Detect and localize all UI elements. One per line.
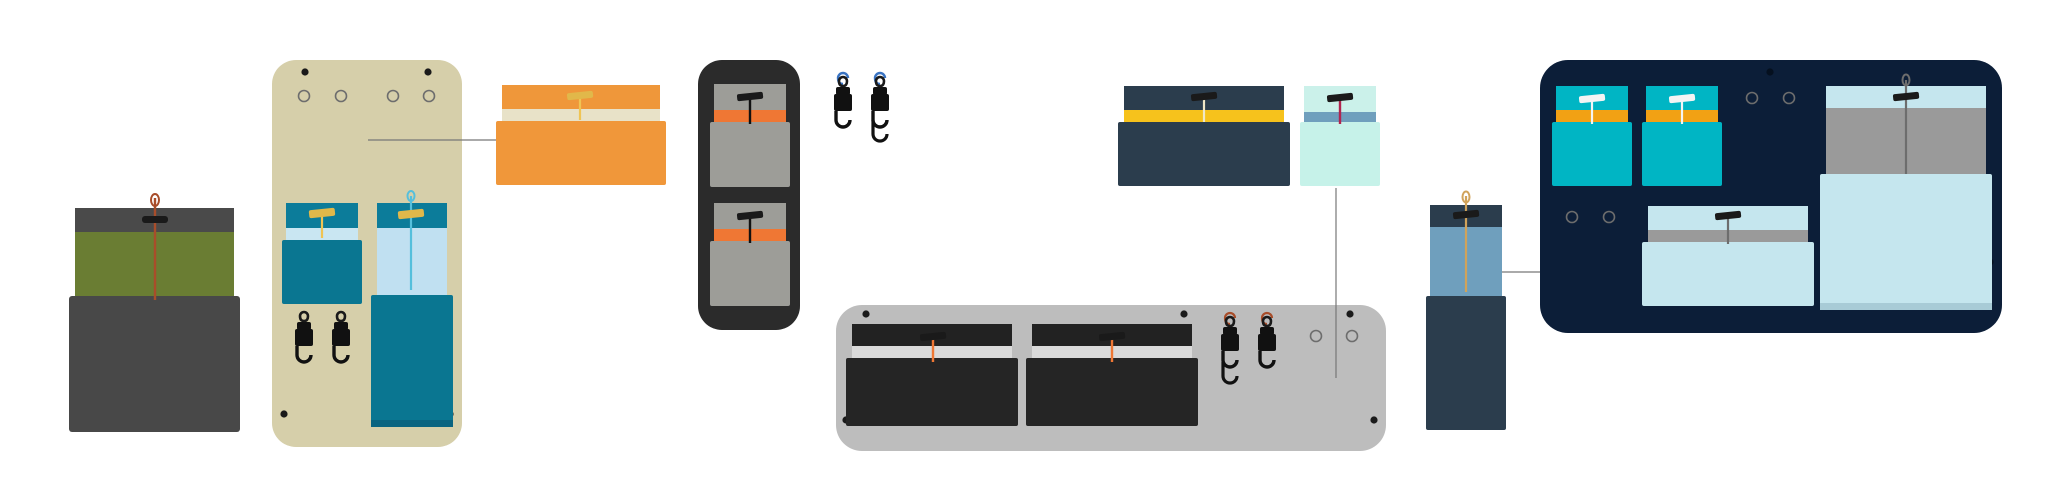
beige-panel bbox=[272, 60, 496, 447]
rivet-icon bbox=[1370, 416, 1378, 424]
rivet-icon bbox=[1346, 310, 1354, 318]
large-light-blue-pocket bbox=[1820, 73, 1992, 310]
zipper-pull-icon bbox=[1892, 91, 1920, 102]
grey-panel bbox=[836, 188, 1386, 451]
rivet-icon bbox=[301, 68, 309, 76]
zipper-pull-icon bbox=[142, 216, 168, 223]
rivet-icon bbox=[424, 68, 432, 76]
tall-teal-pocket bbox=[371, 190, 453, 427]
floating-clips bbox=[832, 71, 891, 143]
zipper-pull-icon bbox=[308, 207, 336, 219]
green-pouch bbox=[69, 193, 240, 432]
mint-pouch bbox=[1300, 86, 1380, 186]
grey-pocket-top bbox=[710, 84, 790, 187]
black-pocket-right bbox=[1026, 324, 1198, 426]
rivet-icon bbox=[1766, 68, 1774, 76]
zipper-pull-icon bbox=[1190, 91, 1218, 102]
navy-yellow-pouch bbox=[1118, 86, 1290, 186]
zipper-pull-icon bbox=[397, 208, 425, 220]
zipper-pull-icon bbox=[1578, 93, 1606, 104]
zipper-pull-icon bbox=[736, 91, 764, 102]
orange-pouch bbox=[496, 85, 666, 185]
zipper-pull-icon bbox=[566, 90, 594, 101]
light-blue-pocket-wide bbox=[1642, 206, 1814, 306]
black-pocket-left bbox=[846, 324, 1018, 426]
rivet-icon bbox=[862, 310, 870, 318]
zipper-pull-icon bbox=[919, 331, 947, 342]
cyan-pocket-left bbox=[1552, 86, 1632, 186]
cyan-pocket-right bbox=[1642, 86, 1722, 186]
zipper-pull-icon bbox=[1668, 93, 1696, 104]
tall-blue-pouch bbox=[1426, 190, 1592, 430]
dark-panel bbox=[698, 60, 800, 330]
rivet-icon bbox=[280, 410, 288, 418]
rivet-icon bbox=[1180, 310, 1188, 318]
zipper-pull-icon bbox=[736, 210, 764, 221]
zipper-pull-icon bbox=[1098, 331, 1126, 342]
zipper-pull-icon bbox=[1714, 210, 1742, 221]
zipper-pull-icon bbox=[1452, 209, 1480, 220]
navy-panel bbox=[1540, 60, 2002, 333]
zipper-pull-icon bbox=[1326, 92, 1354, 103]
small-teal-pocket bbox=[282, 203, 362, 304]
grey-pocket-bottom bbox=[710, 203, 790, 306]
